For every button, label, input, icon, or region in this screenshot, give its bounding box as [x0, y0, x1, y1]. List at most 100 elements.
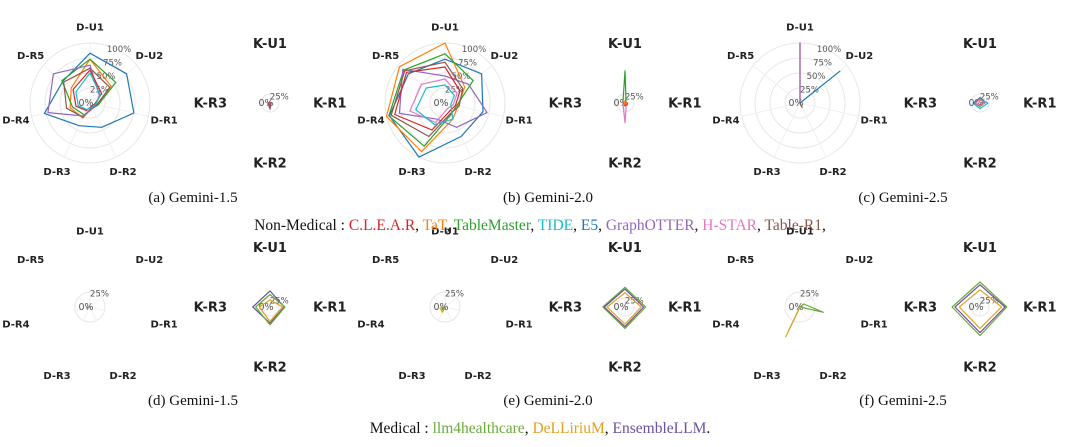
- legend-separator: ,: [524, 420, 533, 437]
- radar-axis-label: D-R1: [505, 116, 532, 127]
- radar-tick-label: 50%: [97, 72, 116, 82]
- legend-separator: ,: [415, 217, 423, 234]
- radar-axis-label: D-R2: [464, 167, 491, 178]
- legend-item-dellirium: DeLLiriuM: [532, 420, 605, 437]
- radar-tick-label: 25%: [270, 93, 289, 103]
- caption-f: (f) Gemini-2.5: [859, 393, 947, 409]
- radar-axis-label: D-R3: [753, 371, 780, 382]
- radar-tick-label: 100%: [462, 45, 486, 55]
- caption-a: (a) Gemini-1.5: [148, 190, 238, 206]
- radar-series-4: [975, 98, 985, 107]
- legend-item-ensemblellm: EnsembleLLM: [612, 420, 707, 437]
- radar-series-1: [441, 306, 446, 311]
- radar-spoke: [89, 297, 103, 308]
- radar-e-right: 0%25%K-U1K-R1K-R2K-R3: [549, 241, 702, 376]
- legend-suffix: .: [706, 420, 711, 437]
- radar-axis-label: D-U1: [431, 227, 459, 238]
- legend-item-tablemaster: TableMaster: [453, 217, 531, 234]
- radar-axis-label: D-R2: [109, 167, 136, 178]
- radar-axis-label: D-R4: [357, 116, 384, 127]
- radar-series-6: [75, 72, 101, 111]
- radar-tick-label: 100%: [817, 45, 841, 55]
- radar-tick-label: 0%: [258, 302, 273, 313]
- legend-separator: ,: [757, 217, 765, 234]
- radar-axis-label: K-R1: [1023, 97, 1056, 112]
- radar-axis-label: D-U2: [846, 255, 874, 266]
- radar-axis-label: D-R4: [712, 116, 739, 127]
- radar-a-right: 0%25%K-U1K-R1K-R2K-R3: [194, 37, 347, 171]
- radar-series-2: [958, 289, 1003, 329]
- radar-axis-label: K-R1: [668, 97, 701, 112]
- radar-series-1: [954, 284, 1006, 334]
- radar-axis-label: K-R2: [253, 156, 286, 171]
- radar-spoke: [752, 65, 801, 104]
- radar-axis-label: D-R5: [372, 255, 399, 266]
- radar-axis-label: D-R4: [357, 320, 384, 331]
- radar-series-1: [603, 288, 645, 328]
- radar-series-2: [388, 53, 474, 147]
- legend-prefix: Non-Medical :: [254, 217, 349, 234]
- radar-tick-label: 0%: [613, 98, 628, 109]
- radar-a-left: 0%25%50%75%100%D-U1D-U2D-R1D-R2D-R3D-R4D…: [2, 23, 178, 179]
- legend-non-medical: Non-Medical : C.L.E.A.R, TaT, TableMaste…: [0, 217, 1080, 235]
- legend-prefix: Medical :: [369, 420, 433, 437]
- radar-series-1: [385, 42, 466, 153]
- radar-series-2: [258, 299, 284, 322]
- radar-axis-label: D-R1: [150, 116, 177, 127]
- radar-spoke: [444, 306, 452, 321]
- radar-spoke: [787, 297, 801, 308]
- radar-tick-label: 25%: [980, 93, 999, 103]
- radar-spoke: [799, 306, 807, 321]
- radar-tick-label: 0%: [258, 98, 273, 109]
- legend-item-table-r1: Table-R1: [764, 217, 822, 234]
- radar-axis-label: D-U2: [846, 51, 874, 62]
- radar-axis-label: D-R5: [17, 51, 44, 62]
- radar-spoke: [83, 306, 91, 321]
- radar-series-1: [785, 306, 801, 338]
- radar-axis-label: D-U1: [431, 23, 459, 34]
- radar-spoke: [89, 102, 149, 117]
- legend-item-e5: E5: [580, 217, 599, 234]
- radar-axis-label: K-R3: [194, 301, 227, 316]
- radar-axis-label: D-R3: [753, 167, 780, 178]
- radar-series-0: [43, 52, 135, 128]
- radar-axis-label: D-R4: [712, 320, 739, 331]
- radar-axis-label: K-R3: [549, 97, 582, 112]
- radar-axis-label: K-R1: [668, 301, 701, 316]
- radar-axis-label: D-R2: [819, 371, 846, 382]
- radar-tick-label: 0%: [613, 302, 628, 313]
- radar-spoke: [444, 297, 458, 308]
- radar-tick-label: 50%: [807, 72, 826, 82]
- radar-tick-label: 0%: [433, 98, 448, 109]
- radar-axis-label: K-R3: [904, 97, 937, 112]
- radar-axis-label: D-R3: [398, 371, 425, 382]
- radar-f-right: 0%25%K-U1K-R1K-R2K-R3: [904, 241, 1057, 376]
- radar-series-3: [398, 68, 488, 128]
- caption-d: (d) Gemini-1.5: [148, 393, 238, 409]
- radar-axis-label: D-R5: [17, 255, 44, 266]
- radar-series-2: [799, 70, 841, 104]
- radar-axis-label: D-U1: [76, 227, 104, 238]
- radar-e-left: 0%25%D-U1D-U2D-R1D-R2D-R3D-R4D-R5: [357, 227, 533, 383]
- radar-axis-label: K-R3: [549, 301, 582, 316]
- radar-axis-label: D-R3: [43, 371, 70, 382]
- radar-axis-label: K-U1: [963, 241, 997, 256]
- radar-tick-label: 0%: [788, 98, 803, 109]
- radar-tick-label: 25%: [445, 289, 464, 299]
- radar-spoke: [42, 65, 91, 104]
- radar-b-left: 0%25%50%75%100%D-U1D-U2D-R1D-R2D-R3D-R4D…: [357, 23, 533, 179]
- radar-spoke: [77, 297, 91, 308]
- radar-axis-label: D-R5: [727, 255, 754, 266]
- radar-tick-label: 75%: [458, 58, 477, 68]
- legend-separator: ,: [530, 217, 538, 234]
- radar-axis-label: D-R3: [398, 167, 425, 178]
- radar-tick-label: 25%: [625, 93, 644, 103]
- radar-axis-label: D-R4: [2, 320, 29, 331]
- legend-suffix: ,: [821, 217, 826, 234]
- radar-tick-label: 75%: [103, 58, 122, 68]
- radar-series-3: [799, 102, 803, 108]
- radar-axis-label: D-U2: [136, 255, 164, 266]
- radar-tick-label: 0%: [78, 98, 93, 109]
- radar-series-0: [388, 58, 484, 158]
